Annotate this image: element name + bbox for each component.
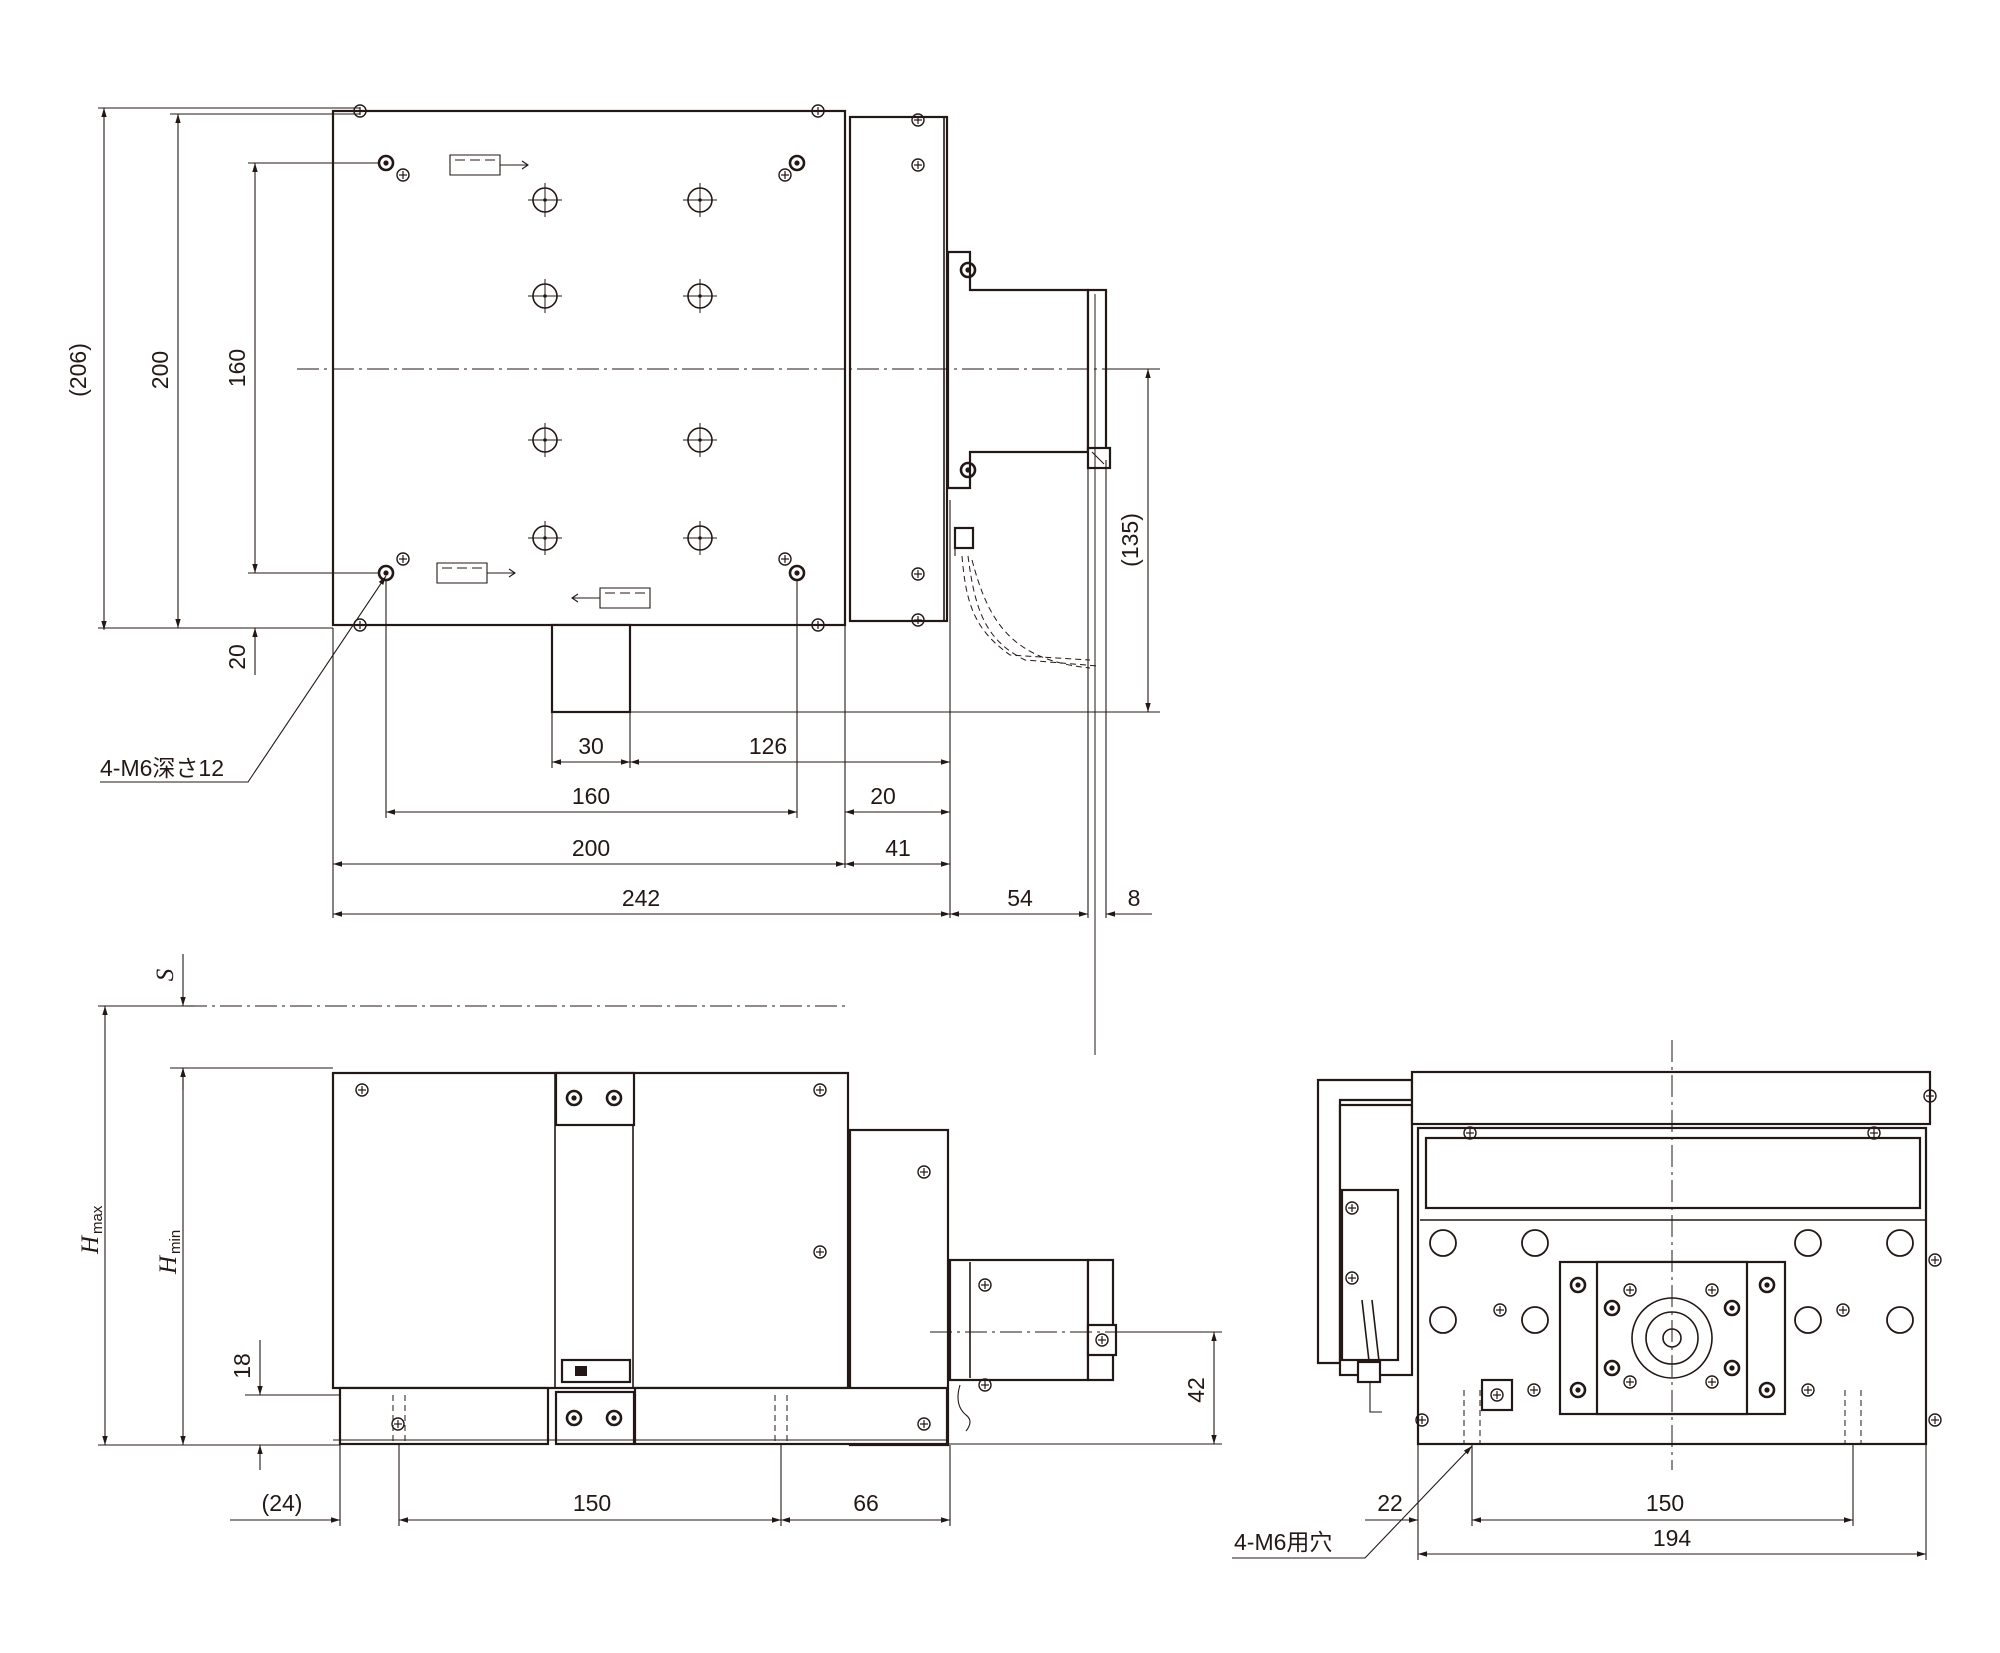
dim-54: 54 [1007,885,1033,911]
top-view: (206) 200 160 20 (135) 30 126 160 20 200… [65,104,1160,1055]
callout-tapped-holes: 4-M6深さ12 [100,755,224,781]
dim-30: 30 [578,733,604,759]
dim-200: 200 [572,835,610,861]
top-plate-side [1410,1070,1932,1126]
label-hmin-sub: min [167,1230,184,1254]
lead-screw-cover [550,623,632,714]
stage-table [331,109,847,627]
label-hmax-h: H [77,1234,104,1255]
label-hmin-h: H [155,1254,182,1275]
label-s: S [152,968,179,981]
dim-41: 41 [885,835,911,861]
label-hmax-sub: max [89,1205,106,1234]
motor-flange [1086,288,1108,452]
dim-150-front: 150 [573,1490,611,1516]
dim-150-side: 150 [1646,1490,1684,1516]
dim-206: (206) [65,343,91,397]
dim-242: 242 [622,885,660,911]
callout-mount-holes: 4-M6用穴 [1234,1529,1332,1555]
dim-24: (24) [262,1490,303,1516]
dim-22: 22 [1377,1490,1403,1516]
sensor-block [1340,1188,1400,1362]
base-right [633,1386,949,1446]
dim-135: (135) [1117,513,1143,567]
dim-126: 126 [749,733,787,759]
dim-20-vertical: 20 [224,644,250,670]
dim-8: 8 [1128,885,1141,911]
base-left [338,1386,550,1446]
front-view: S H max H min 18 42 (24) 150 66 [77,954,1222,1526]
dim-194: 194 [1653,1525,1692,1551]
dim-160: 160 [572,783,610,809]
motor-bracket [946,250,1090,490]
dim-66: 66 [853,1490,879,1516]
dim-200-vertical: 200 [147,351,173,389]
dim-160-vertical: 160 [224,349,250,387]
limit-switch-icon [436,154,651,609]
dim-42: 42 [1183,1377,1209,1403]
dim-18: 18 [229,1353,255,1379]
dim-20: 20 [870,783,896,809]
side-view: 22 150 194 4-M6用穴 [1232,1040,1942,1560]
motor [948,1258,1090,1382]
